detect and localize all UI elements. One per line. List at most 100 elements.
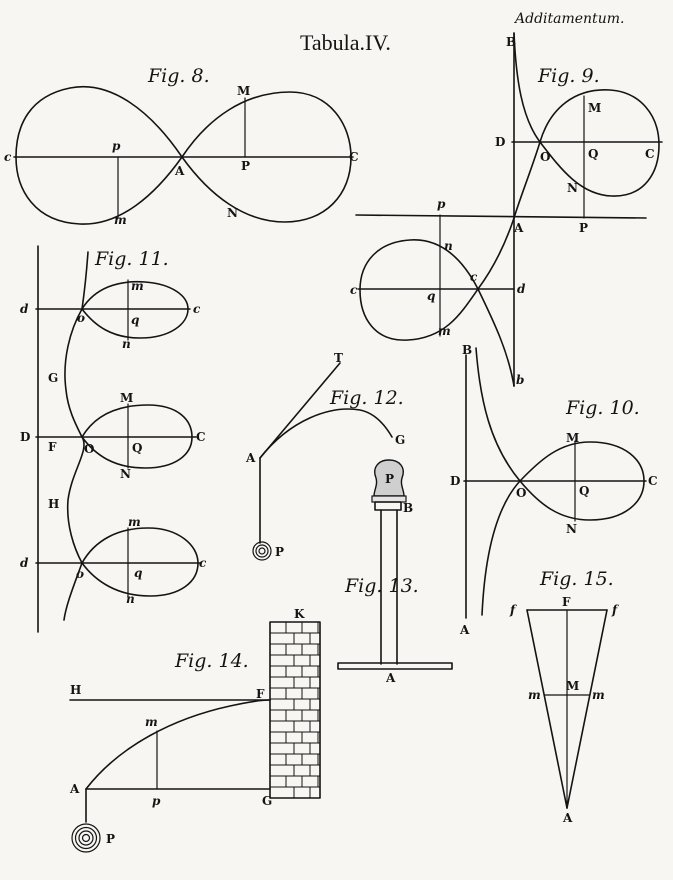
fig10-caption: Fig. 10.: [565, 397, 640, 419]
fig9-label-b: b: [516, 373, 524, 387]
fig9-label-B: B: [506, 35, 516, 49]
fig8-label-m: m: [114, 213, 127, 227]
fig14-label-p: p: [152, 794, 161, 808]
fig9-label-d: d: [517, 282, 526, 296]
fig9-label-q: q: [427, 289, 435, 303]
fig10-label-M: M: [566, 431, 579, 445]
fig9-curve-upper: [513, 32, 660, 219]
fig15-caption: Fig. 15.: [539, 568, 614, 590]
fig14-weight-P: [71, 823, 101, 853]
fig15-label-f-left: f: [509, 603, 517, 617]
fig15-label-f-right: f: [611, 603, 619, 617]
fig11-label-q-upper: q: [131, 313, 139, 327]
fig15-label-F: F: [562, 595, 571, 609]
fig9-label-n: n: [444, 239, 453, 253]
fig14-curve-AF: [85, 699, 271, 790]
fig11-loop-middle: [81, 404, 193, 469]
fig11-label-o-lower: o: [76, 567, 84, 581]
fig11-label-o-upper: o: [77, 311, 85, 325]
fig11-label-N: N: [120, 467, 131, 481]
fig10-label-A: A: [459, 623, 470, 637]
fig11-label-F: F: [48, 440, 57, 454]
fig9-label-P: P: [579, 221, 588, 235]
fig11-label-Q: Q: [132, 441, 142, 455]
fig9-label-C: C: [645, 147, 655, 161]
fig8-label-p: p: [112, 139, 121, 153]
fig13-label-A: A: [385, 671, 396, 685]
fig8-label-C: C: [349, 150, 359, 164]
fig11-label-m-lower: m: [128, 515, 141, 529]
fig8-label-P: P: [241, 159, 250, 173]
fig11-label-q-lower: q: [134, 566, 142, 580]
fig9-label-A: A: [513, 221, 524, 235]
fig14-label-G: G: [262, 794, 272, 808]
fig15-label-M: M: [566, 679, 579, 693]
fig9-label-m: m: [438, 324, 451, 338]
fig8-label-c: c: [4, 150, 12, 164]
fig11-label-O: O: [84, 442, 94, 456]
fig12-label-G: G: [395, 433, 405, 447]
fig10-curve: [475, 347, 645, 616]
fig15-label-m-left: m: [528, 688, 541, 702]
fig15-label-A: A: [562, 811, 573, 825]
fig8-label-N: N: [227, 206, 238, 220]
fig11-label-n-upper: n: [122, 337, 131, 351]
fig13-weight-P: [371, 459, 407, 503]
fig10-label-Q: Q: [579, 484, 589, 498]
fig14-label-K: K: [294, 607, 305, 621]
fig9-label-D: D: [495, 135, 505, 149]
fig10-label-D: D: [450, 474, 460, 488]
fig14-label-H: H: [70, 683, 81, 697]
fig8-label-M: M: [237, 84, 250, 98]
fig11-label-M: M: [120, 391, 133, 405]
fig9-label-c-inner: c: [470, 270, 478, 284]
fig9-label-N: N: [567, 181, 578, 195]
fig11-label-d-upper: d: [20, 302, 29, 316]
fig11-caption: Fig. 11.: [94, 248, 169, 270]
fig12-label-A: A: [245, 451, 256, 465]
fig11-loop-upper: [81, 280, 189, 339]
fig9-curve-lower: [359, 217, 515, 387]
fig14-label-F: F: [256, 687, 265, 701]
fig12-curve-AG: [259, 408, 393, 459]
fig11-label-n-lower: n: [126, 592, 135, 606]
fig14-brick-wall: [269, 621, 321, 799]
fig13-label-P: P: [385, 472, 394, 486]
plate-corner-note: Additamentum.: [513, 11, 624, 27]
fig11-label-G: G: [48, 371, 58, 385]
fig11-label-c-lower: c: [199, 556, 207, 570]
fig9-middle-axis: [355, 214, 647, 219]
figure-12: Fig. 12. T A G P: [245, 351, 405, 561]
fig13-base: [337, 662, 453, 670]
fig11-label-d-lower: d: [20, 556, 29, 570]
fig8-caption: Fig. 8.: [147, 65, 210, 87]
fig12-label-T: T: [334, 351, 343, 365]
fig9-label-Q: Q: [588, 147, 598, 161]
fig8-label-A: A: [174, 164, 185, 178]
fig10-label-C: C: [648, 474, 658, 488]
fig9-caption: Fig. 9.: [537, 65, 600, 87]
fig14-caption: Fig. 14.: [174, 650, 249, 672]
fig8-lemniscate: [15, 86, 352, 225]
fig13-label-B: B: [403, 501, 413, 515]
fig15-label-m-right: m: [592, 688, 605, 702]
fig9-label-M: M: [588, 101, 601, 115]
fig12-label-P: P: [275, 545, 284, 559]
fig10-label-N: N: [566, 522, 577, 536]
fig11-loop-lower: [81, 527, 199, 597]
fig11-label-m-upper: m: [131, 279, 144, 293]
fig12-caption: Fig. 12.: [329, 387, 404, 409]
fig14-label-m: m: [145, 715, 158, 729]
fig13-cap: [374, 501, 402, 511]
fig14-label-A: A: [69, 782, 80, 796]
figure-9: Fig. 9. B M D O Q C N p A P n c q c d m …: [350, 32, 663, 387]
figure-15: Fig. 15. f F f m M m A: [509, 568, 619, 825]
fig9-label-c-outer: c: [350, 283, 358, 297]
fig11-spine-curve: [63, 251, 89, 621]
fig11-label-c-upper: c: [193, 302, 201, 316]
fig10-label-B: B: [462, 343, 472, 357]
fig14-label-P: P: [106, 832, 115, 846]
fig12-weight-P: [252, 541, 272, 561]
fig15-side-right: [566, 609, 608, 809]
